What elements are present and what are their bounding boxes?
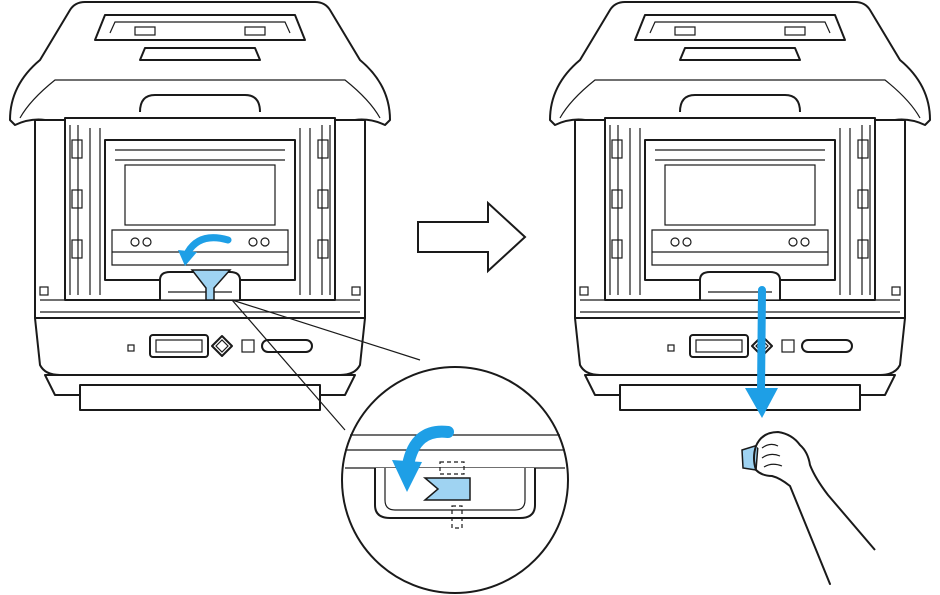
zoom-callout xyxy=(231,299,569,594)
right-arrow-icon xyxy=(417,200,527,274)
lever-locked-icon xyxy=(190,269,232,301)
printer-before-illustration xyxy=(9,1,391,411)
printer-after-illustration xyxy=(549,1,931,411)
zoomed-lever-detail-icon xyxy=(345,425,565,529)
rotate-arrow-icon xyxy=(178,234,232,266)
hand-pulling-out-icon xyxy=(741,431,876,585)
pull-down-arrow-icon xyxy=(745,286,778,418)
